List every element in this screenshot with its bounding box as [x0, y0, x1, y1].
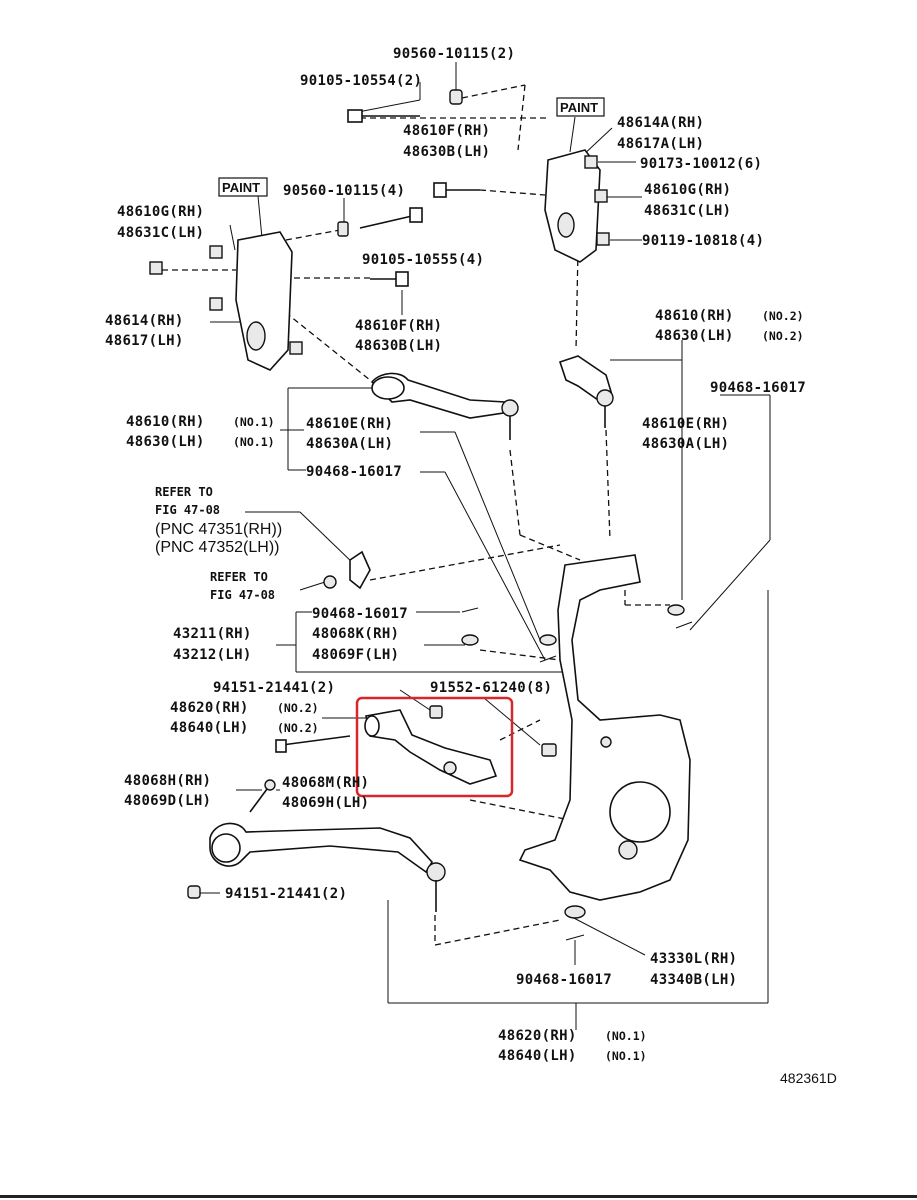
- label-48068m: 48068M(RH): [282, 775, 369, 791]
- label-48620-no1: 48620(RH): [498, 1028, 577, 1044]
- label-48640-no1-suffix: (NO.1): [605, 1049, 647, 1063]
- label-90173-10012: 90173-10012(6): [640, 156, 762, 172]
- label-48620-no2-suffix: (NO.2): [277, 701, 319, 715]
- label-48610f-top: 48610F(RH): [403, 123, 490, 139]
- label-48630b-top: 48630B(LH): [403, 144, 490, 160]
- label-48614a: 48614A(RH): [617, 115, 704, 131]
- label-48631c-left: 48631C(LH): [117, 225, 204, 241]
- label-43211: 43211(RH): [173, 626, 252, 642]
- label-43212: 43212(LH): [173, 647, 252, 663]
- lower-arm-no2: [275, 696, 514, 798]
- label-48630b-mid: 48630B(LH): [355, 338, 442, 354]
- diagram-code: 482361D: [780, 1070, 837, 1086]
- labels: 90560-10115(2) 90105-10554(2) PAINT 4861…: [105, 46, 837, 1086]
- label-48610-no1-suffix: (NO.1): [233, 415, 275, 429]
- nuts-and-pins: [187, 604, 693, 941]
- label-48617a: 48617A(LH): [617, 136, 704, 152]
- label-90560-10115-mid: 90560-10115(4): [283, 183, 405, 199]
- label-94151-21441-top: 94151-21441(2): [213, 680, 335, 696]
- paint-tag-left: [218, 177, 268, 197]
- label-48068k: 48068K(RH): [312, 626, 399, 642]
- label-90105-10555: 90105-10555(4): [362, 252, 484, 268]
- label-fig-47-08-1: FIG 47-08: [155, 503, 220, 517]
- bottom-border: [0, 1195, 917, 1198]
- label-48610g-left: 48610G(RH): [117, 204, 204, 220]
- label-48630-no1: 48630(LH): [126, 434, 205, 450]
- label-90468-16017-right: 90468-16017: [710, 380, 806, 396]
- label-refer-to-2: REFER TO: [210, 570, 268, 584]
- label-48069d: 48069D(LH): [124, 793, 211, 809]
- paint-label-left: PAINT: [222, 180, 260, 195]
- label-pnc-47352: (PNC 47352(LH)): [155, 539, 279, 556]
- label-94151-21441-bottom: 94151-21441(2): [225, 886, 347, 902]
- label-90468-16017-upper: 90468-16017: [306, 464, 402, 480]
- label-48631c-right: 48631C(LH): [644, 203, 731, 219]
- label-48640-no2: 48640(LH): [170, 720, 249, 736]
- label-48610e-right: 48610E(RH): [642, 416, 729, 432]
- upper-arm-no1: [370, 372, 519, 440]
- label-48068h: 48068H(RH): [124, 773, 211, 789]
- upper-arm-no2: [558, 355, 614, 428]
- label-48610f-mid: 48610F(RH): [355, 318, 442, 334]
- steering-knuckle-43211: [518, 554, 691, 901]
- label-48610-no1: 48610(RH): [126, 414, 205, 430]
- label-48640-no1: 48640(LH): [498, 1048, 577, 1064]
- label-90119-10818: 90119-10818(4): [642, 233, 764, 249]
- parts: [149, 89, 693, 941]
- label-48620-no2: 48620(RH): [170, 700, 249, 716]
- lower-arm-no1: [209, 779, 446, 912]
- label-48610-no2-suffix: (NO.2): [762, 309, 804, 323]
- label-48069f: 48069F(LH): [312, 647, 399, 663]
- label-fig-47-08-2: FIG 47-08: [210, 588, 275, 602]
- label-91552-61240: 91552-61240(8): [430, 680, 552, 696]
- link-bracket: [323, 550, 371, 590]
- label-48610e-left: 48610E(RH): [306, 416, 393, 432]
- highlight-box: [355, 696, 514, 798]
- label-43340b: 43340B(LH): [650, 972, 737, 988]
- label-48617: 48617(LH): [105, 333, 184, 349]
- label-48610g-right: 48610G(RH): [644, 182, 731, 198]
- label-48630a-left: 48630A(LH): [306, 436, 393, 452]
- label-48069h: 48069H(LH): [282, 795, 369, 811]
- label-48630-no2-suffix: (NO.2): [762, 329, 804, 343]
- label-48630-no2: 48630(LH): [655, 328, 734, 344]
- label-48630a-right: 48630A(LH): [642, 436, 729, 452]
- upper-bracket-48614: [149, 207, 423, 371]
- label-refer-to-1: REFER TO: [155, 485, 213, 499]
- paint-tag-right: [556, 97, 605, 117]
- label-48640-no2-suffix: (NO.2): [277, 721, 319, 735]
- label-90468-16017-bottom: 90468-16017: [516, 972, 612, 988]
- label-90468-16017-mid: 90468-16017: [312, 606, 408, 622]
- label-48630-no1-suffix: (NO.1): [233, 435, 275, 449]
- label-90105-10554: 90105-10554(2): [300, 73, 422, 89]
- leader-lines: [162, 62, 771, 1030]
- label-90560-10115-top: 90560-10115(2): [393, 46, 515, 62]
- paint-label-right: PAINT: [560, 100, 598, 115]
- label-48620-no1-suffix: (NO.1): [605, 1029, 647, 1043]
- bolt-90105-10554: [347, 109, 420, 123]
- bolt-48610f-top: [433, 182, 480, 198]
- nut-90560-10115-top: [449, 89, 463, 105]
- label-48610-no2: 48610(RH): [655, 308, 734, 324]
- label-48614: 48614(RH): [105, 313, 184, 329]
- label-pnc-47351: (PNC 47351(RH)): [155, 521, 282, 538]
- label-43330l: 43330L(RH): [650, 951, 737, 967]
- upper-bracket-48614a: [544, 149, 610, 263]
